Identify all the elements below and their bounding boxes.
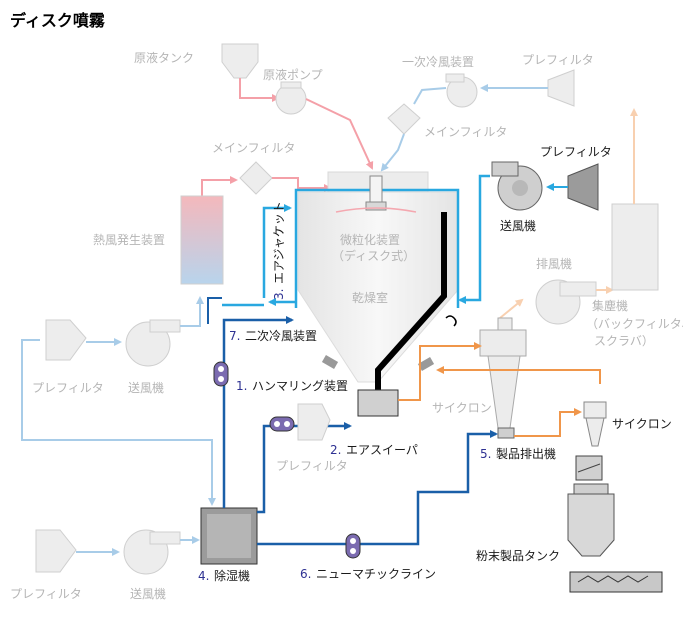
prefilter-top-label: プレフィルタ [522,53,594,67]
page-title: ディスク噴霧 [10,11,106,30]
svg-text:エアスイーパ: エアスイーパ [346,443,418,457]
svg-text:3.: 3. [272,289,286,300]
svg-text:ニューマチックライン: ニューマチックライン [316,567,436,581]
atomizer-label-1: 微粒化装置 [340,232,400,247]
svg-text:6.: 6. [300,567,311,581]
hot-air-generator-label: 熱風発生装置 [93,233,165,247]
prefilter-bottom [35,529,77,573]
main-filter-left-label: メインフィルタ [212,141,295,155]
air-sweeper-label: 2. エアスイーパ [330,443,418,457]
prefilter-mid-label: プレフィルタ [276,459,348,473]
product-discharger-label: 5. 製品排出機 [480,446,556,461]
cool-line-top-3 [380,133,405,172]
svg-text:5.: 5. [480,447,491,461]
primary-cooler [445,73,478,108]
pump-hammering [213,361,229,387]
prefilter-blower-label: プレフィルタ [540,145,612,159]
prefilter-bottom-label: プレフィルタ [10,587,82,601]
svg-text:二次冷風装置: 二次冷風装置 [245,329,317,343]
svg-text:2.: 2. [330,443,341,457]
prefilter-left [45,319,87,361]
secondary-cooler-line [222,316,294,508]
orange-line-to-cyclone [398,342,482,401]
prefilter-blower [567,163,599,211]
powder-tank [567,483,615,557]
dust-collector [611,203,659,291]
blower-top-label: 送風機 [500,218,536,233]
stock-pump [275,81,307,115]
exhaust-fan-label: 排風機 [536,256,572,271]
air-sweeper [357,389,399,417]
hot-air-line-2 [272,177,332,192]
pump-pneumatic [345,533,361,559]
hammering-label: 1. ハンマリング装置 [236,379,348,393]
stock-tank [221,43,259,79]
cool-line-left-bypass [21,339,216,506]
return-line [207,297,222,324]
cool-line-top-2 [413,87,447,105]
drying-chamber-label: 乾燥室 [352,290,388,305]
svg-text:エアジャケット: エアジャケット [272,201,286,284]
exhaust-inlet-line [499,298,524,319]
atomizer [335,175,417,213]
hammering-device-right [417,357,435,371]
air-jacket-label: 3. エアジャケット [272,201,286,300]
blower-bottom [123,529,181,575]
dust-collector-label-1: 集塵機 [592,298,628,313]
hammering-device-left [321,355,339,369]
orange-line-to-cyclone-right [514,408,582,437]
main-filter-right [387,103,421,135]
blower-left [125,319,181,367]
stock-pump-label: 原液ポンプ [263,67,323,82]
cyclone-mid-label: サイクロン [432,401,492,415]
prefilter-top [547,69,575,107]
prefilter-left-label: プレフィルタ [32,381,104,395]
air-jacket-inlet [262,204,292,298]
conveyor [569,571,663,593]
product-discharger [575,455,603,481]
pneumatic-line-label: 6. ニューマチックライン [300,567,436,581]
air-jacket-right-inlet [458,194,482,304]
svg-text:1.: 1. [236,379,247,393]
powder-tank-label: 粉末製品タンク [476,549,560,563]
cyclone-mid [479,317,527,439]
blower-top [491,161,543,211]
hot-air-line-1 [201,176,238,196]
svg-text:7.: 7. [229,329,240,343]
svg-text:除湿機: 除湿機 [214,568,250,583]
secondary-cooler-label: 7. 二次冷風装置 [229,329,317,343]
stock-tank-label: 原液タンク [134,50,194,65]
dehumidifier-label: 4. 除湿機 [198,568,250,583]
dust-collector-label-3: スクラバ） [594,334,654,348]
orange-line-return [436,366,601,384]
svg-text:製品排出機: 製品排出機 [496,446,556,461]
hot-air-generator [180,195,224,285]
cyclone-right-label: サイクロン [612,417,672,431]
cool-line-left-2 [180,296,204,327]
svg-text:ハンマリング装置: ハンマリング装置 [252,379,348,393]
cyclone-right [583,401,607,447]
sweeper-clamp [445,315,457,327]
feed-line-2 [305,98,374,170]
dust-collector-label-2: （バックフィルタ、 [586,317,683,331]
pump-air-sweeper [269,416,295,432]
blower-left-label: 送風機 [128,380,164,395]
main-filter-left [239,161,273,195]
feed-line-1 [239,78,280,102]
pneumatic-line [257,430,498,546]
exhaust-fan [535,279,597,325]
air-jacket-right-top [478,174,490,194]
atomizer-label-2: （ディスク式） [332,248,415,263]
main-filter-right-label: メインフィルタ [424,125,507,139]
primary-cooler-label: 一次冷風装置 [402,55,474,69]
svg-text:4.: 4. [198,569,209,583]
prefilter-mid [297,403,331,441]
blower-bottom-label: 送風機 [130,586,166,601]
